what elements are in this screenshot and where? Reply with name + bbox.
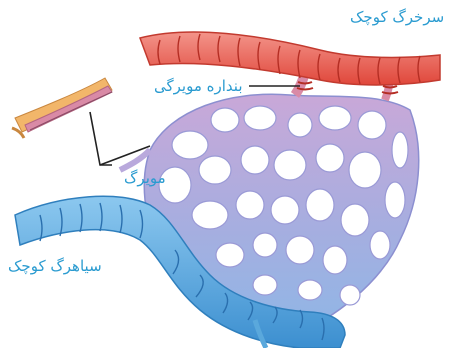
label-venule: سیاهرگ کوچک (8, 257, 102, 275)
label-arteriole: سرخرگ کوچک (350, 8, 444, 26)
label-capillary: مویرگ (124, 169, 166, 187)
label-precapillary-sphincter: بنداره مویرگی (154, 77, 243, 95)
capillary-inset-illustration (12, 78, 112, 138)
leader-line-capillary (90, 112, 112, 165)
capillary-network (120, 72, 419, 335)
